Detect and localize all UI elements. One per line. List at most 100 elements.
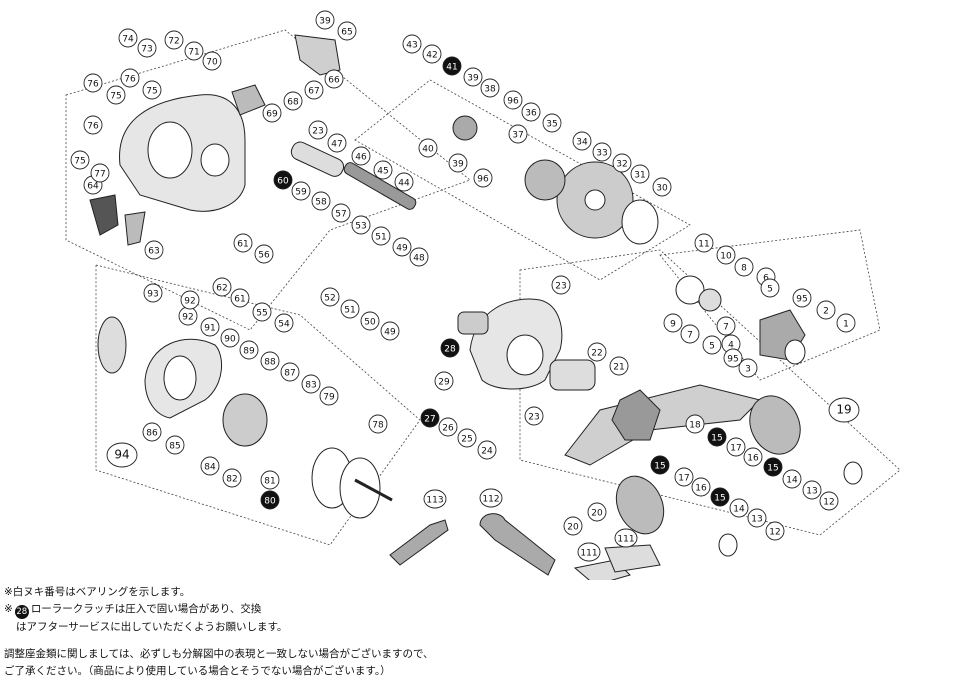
part-callout-96: 96 xyxy=(503,90,523,110)
callout-number: 54 xyxy=(278,320,290,330)
callout-ring xyxy=(609,356,629,376)
callout-ring xyxy=(351,215,371,235)
callout-number: 33 xyxy=(596,149,607,159)
callout-ring xyxy=(763,457,783,477)
callout-ring xyxy=(200,456,220,476)
part-callout-54: 54 xyxy=(274,313,294,333)
wrench-112-shape xyxy=(479,513,556,576)
spool-shaft xyxy=(354,478,393,502)
callout-ring xyxy=(392,237,412,257)
callout-ring xyxy=(707,427,727,447)
callout-number: 77 xyxy=(94,170,105,180)
part-callout-44: 44 xyxy=(394,172,414,192)
part-callout-79: 79 xyxy=(319,386,339,406)
part-callout-73: 73 xyxy=(137,38,157,58)
side-plate-left-hole xyxy=(163,355,197,401)
callout-number: 113 xyxy=(426,496,443,506)
callout-ring xyxy=(828,397,860,423)
handle-assembly-box xyxy=(519,249,901,536)
part-callout-76: 76 xyxy=(83,73,103,93)
part-callout-70: 70 xyxy=(202,51,222,71)
callout-ring xyxy=(440,338,460,358)
part-callout-84: 84 xyxy=(200,456,220,476)
callout-number: 11 xyxy=(698,240,709,250)
callout-number: 16 xyxy=(747,454,759,464)
part-callout-53: 53 xyxy=(351,215,371,235)
part-callout-15: 15 xyxy=(710,487,730,507)
callout-number: 95 xyxy=(727,355,738,365)
part-callout-78: 78 xyxy=(368,414,388,434)
callout-number: 53 xyxy=(355,222,366,232)
side-plate-left-cup xyxy=(97,316,127,374)
callout-number: 39 xyxy=(452,160,464,170)
callout-number: 18 xyxy=(689,421,701,431)
callout-number: 15 xyxy=(714,494,725,504)
callout-ring xyxy=(729,498,749,518)
callout-number: 75 xyxy=(110,92,121,102)
callout-number: 92 xyxy=(184,297,195,307)
callout-number: 15 xyxy=(767,464,778,474)
callout-ring xyxy=(418,138,438,158)
callout-number: 23 xyxy=(528,413,539,423)
part-callout-111: 111 xyxy=(577,542,601,562)
part-callout-91: 91 xyxy=(200,317,220,337)
callout-ring xyxy=(202,51,222,71)
callout-ring xyxy=(331,203,351,223)
callout-ring xyxy=(836,313,856,333)
callout-ring xyxy=(301,374,321,394)
part-callout-92-9: 92 xyxy=(180,290,200,310)
part-callout-33: 33 xyxy=(592,142,612,162)
callout-ring xyxy=(351,146,371,166)
callout-ring xyxy=(260,351,280,371)
callout-number: 68 xyxy=(287,98,299,108)
part-callout-13: 13 xyxy=(802,480,822,500)
callout-ring xyxy=(308,120,328,140)
callout-number: 30 xyxy=(656,184,668,194)
part-callout-74: 74 xyxy=(118,28,138,48)
part-callout-111-23: 111 xyxy=(614,528,638,548)
callout-number: 76 xyxy=(87,122,99,132)
part-callout-17-17: 17 xyxy=(674,467,694,487)
callout-ring xyxy=(142,80,162,100)
callout-number: 63 xyxy=(148,247,159,257)
callout-number: 3 xyxy=(745,365,751,375)
callout-number: 65 xyxy=(341,28,352,38)
callout-number: 70 xyxy=(206,58,218,68)
part-callout-95-24: 95 xyxy=(723,348,743,368)
part-callout-1: 1 xyxy=(836,313,856,333)
callout-ring xyxy=(90,163,110,183)
part-callout-86: 86 xyxy=(142,422,162,442)
callout-ring xyxy=(144,240,164,260)
level-wind-cover-shape xyxy=(231,84,266,116)
callout-ring xyxy=(587,502,607,522)
callout-ring xyxy=(463,67,483,87)
callout-ring xyxy=(273,170,293,190)
part-callout-55: 55 xyxy=(252,302,272,322)
callout-number: 8 xyxy=(741,264,747,274)
callout-ring xyxy=(782,469,802,489)
callout-number: 59 xyxy=(295,188,307,198)
callout-number: 45 xyxy=(377,167,388,177)
callout-number: 56 xyxy=(258,251,270,261)
part-callout-38: 38 xyxy=(480,78,500,98)
part-callout-89: 89 xyxy=(239,340,259,360)
part-callout-5-25: 5 xyxy=(760,278,780,298)
callout-number: 1 xyxy=(843,320,849,330)
drag-washer-shape xyxy=(675,275,705,305)
part-callout-8: 8 xyxy=(734,257,754,277)
callout-ring xyxy=(83,73,103,93)
part-callout-67: 67 xyxy=(304,80,324,100)
callout-ring xyxy=(409,247,429,267)
part-callout-68: 68 xyxy=(283,91,303,111)
callout-ring xyxy=(457,428,477,448)
part-callout-75: 75 xyxy=(142,80,162,100)
callout-number: 43 xyxy=(406,41,417,51)
drag-assembly-box xyxy=(659,229,881,381)
part-callout-85: 85 xyxy=(165,435,185,455)
callout-ring xyxy=(743,447,763,467)
callout-number: 67 xyxy=(308,87,319,97)
roller-clutch-shape xyxy=(457,311,489,335)
part-callout-66: 66 xyxy=(324,69,344,89)
part-callout-48: 48 xyxy=(409,247,429,267)
